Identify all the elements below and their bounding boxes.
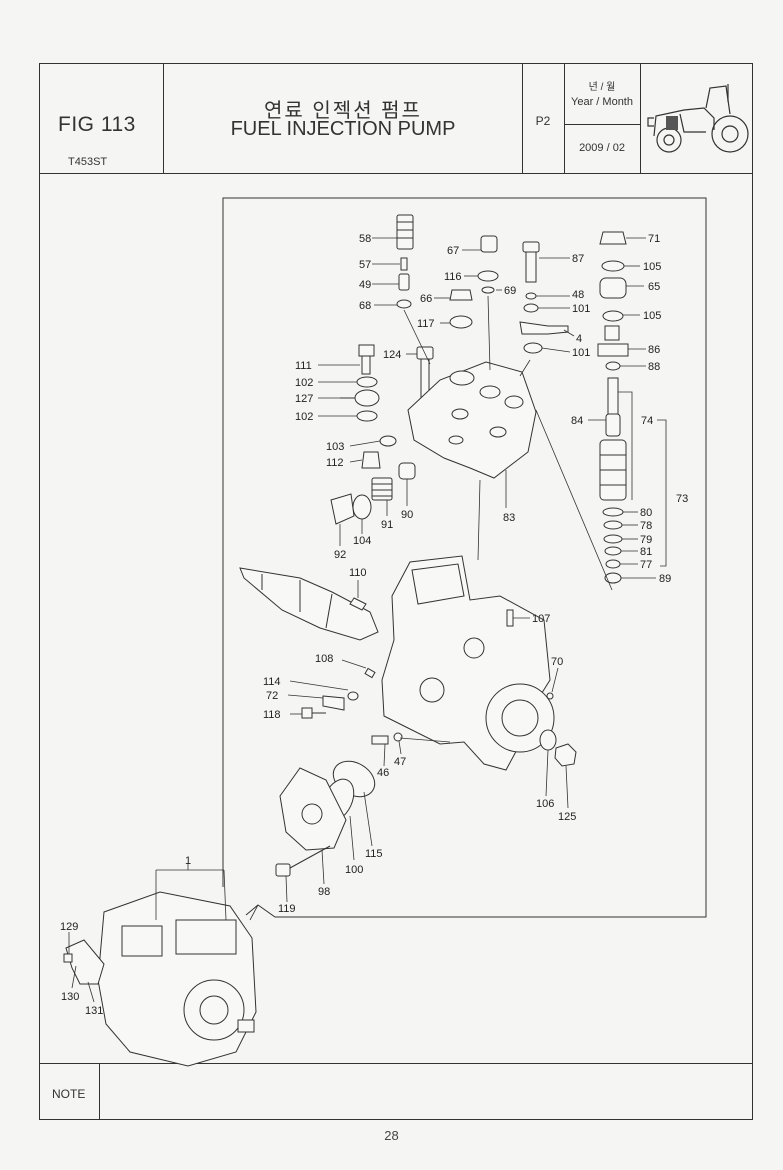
leader-lines [68, 237, 667, 1003]
part-callout: 81 [640, 546, 652, 558]
header-divider [39, 173, 753, 174]
part-callout: 110 [349, 567, 367, 579]
part-callout: 1 [185, 855, 191, 867]
part-callout: 65 [648, 281, 660, 293]
part-callout: 87 [572, 253, 584, 265]
part-callout: 111 [295, 360, 312, 372]
part-callout: 68 [359, 300, 371, 312]
header-col-divider [640, 63, 641, 173]
part-callout: 100 [345, 864, 363, 876]
part-callout: 118 [263, 709, 281, 721]
header-col-divider [522, 63, 523, 173]
part-callout: 84 [571, 415, 583, 427]
part-callout: 114 [263, 676, 281, 688]
year-month-label-korean: 년 / 월 [588, 82, 616, 93]
part-callout: 117 [417, 318, 435, 330]
part-callout: 47 [394, 756, 406, 768]
part-callout: 90 [401, 509, 413, 521]
part-callout: 131 [85, 1005, 103, 1017]
part-callout: 69 [504, 285, 516, 297]
part-callout: 119 [278, 903, 296, 915]
part-callout: 127 [295, 393, 313, 405]
part-callout: 101 [572, 347, 590, 359]
part-callout: 70 [551, 656, 563, 668]
part-callout: 112 [326, 457, 344, 469]
header-col-divider [163, 63, 164, 173]
part-callout: 71 [648, 233, 660, 245]
page-code: P2 [535, 114, 551, 128]
part-callout: 79 [640, 534, 652, 546]
part-callout: 83 [503, 512, 515, 524]
part-callout: 129 [60, 921, 78, 933]
header-col-divider [564, 63, 565, 173]
year-month-label: Year / Month [571, 96, 633, 108]
part-callout: 91 [381, 519, 393, 531]
note-col-divider [99, 1063, 100, 1120]
part-callout: 106 [536, 798, 554, 810]
part-callout: 57 [359, 259, 371, 271]
part-callout: 105 [643, 310, 661, 322]
part-callout: 125 [558, 811, 576, 823]
part-callout: 46 [377, 767, 389, 779]
part-callout: 74 [641, 415, 653, 427]
part-callout: 116 [444, 271, 462, 283]
part-callout: 77 [640, 559, 652, 571]
date-cell-divider [564, 124, 640, 125]
part-callout: 72 [266, 690, 278, 702]
note-divider [39, 1063, 753, 1064]
note-label: NOTE [52, 1087, 86, 1101]
part-callout: 104 [353, 535, 371, 547]
part-callout: 105 [643, 261, 661, 273]
part-callout: 102 [295, 411, 313, 423]
part-callout: 102 [295, 377, 313, 389]
page-title-korean: 연료 인젝션 펌프 [264, 100, 422, 122]
part-callout: 4 [576, 333, 582, 345]
page-number: 28 [384, 1128, 399, 1143]
part-callout: 107 [532, 613, 550, 625]
page-title: FUEL INJECTION PUMP [230, 118, 456, 140]
part-drawings [63, 214, 629, 1067]
model-code: T453ST [68, 156, 108, 168]
part-callout: 48 [572, 289, 584, 301]
part-callout: 88 [648, 361, 660, 373]
part-callout: 66 [420, 293, 432, 305]
part-callouts: 58 57 49 68 67 116 69 66 117 87 48 101 4… [60, 233, 688, 1017]
part-callout: 58 [359, 233, 371, 245]
part-callout: 98 [318, 886, 330, 898]
page-frame [39, 63, 753, 1120]
issue-date: 2009 / 02 [579, 142, 625, 154]
part-callout: 49 [359, 279, 371, 291]
part-callout: 103 [326, 441, 344, 453]
part-callout: 73 [676, 493, 688, 505]
part-callout: 115 [365, 848, 383, 860]
part-callout: 130 [61, 991, 79, 1003]
part-callout: 80 [640, 507, 652, 519]
part-callout: 89 [659, 573, 671, 585]
part-callout: 124 [383, 349, 401, 361]
part-callout: 78 [640, 520, 652, 532]
part-callout: 86 [648, 344, 660, 356]
part-callout: 108 [315, 653, 333, 665]
part-callout: 101 [572, 303, 590, 315]
part-callout: 67 [447, 245, 459, 257]
tractor-icon [647, 84, 749, 153]
figure-number: FIG 113 [58, 113, 136, 136]
part-callout: 92 [334, 549, 346, 561]
